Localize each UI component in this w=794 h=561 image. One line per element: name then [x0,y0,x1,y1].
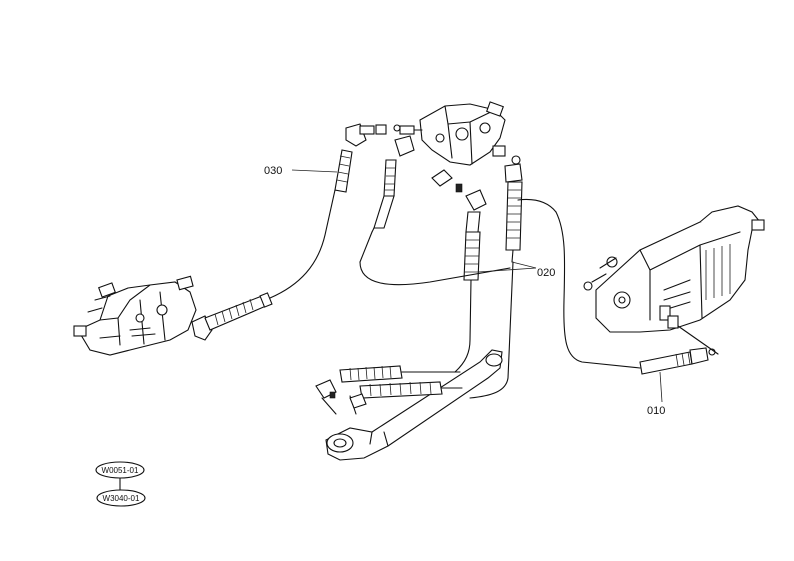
reference-bottom: W3040-01 [103,494,140,503]
hydraulic-pump-right [583,205,765,333]
hose-short-left [371,135,415,233]
callout-020-label: 020 [537,267,555,279]
hose-020 [359,163,641,399]
callout-020: 020 [477,261,555,279]
priority-valve-block [399,101,521,211]
lift-cylinder-assembly [315,349,503,461]
callout-030: 030 [264,165,338,177]
reference-top: W0051-01 [102,466,139,475]
control-valve-left [73,275,197,356]
hose-010: 010 [639,325,719,417]
reference-marks: W0051-01 W3040-01 [95,461,146,507]
callout-030-label: 030 [264,165,282,177]
callout-010-label: 010 [647,405,665,417]
hose-030 [191,123,401,341]
